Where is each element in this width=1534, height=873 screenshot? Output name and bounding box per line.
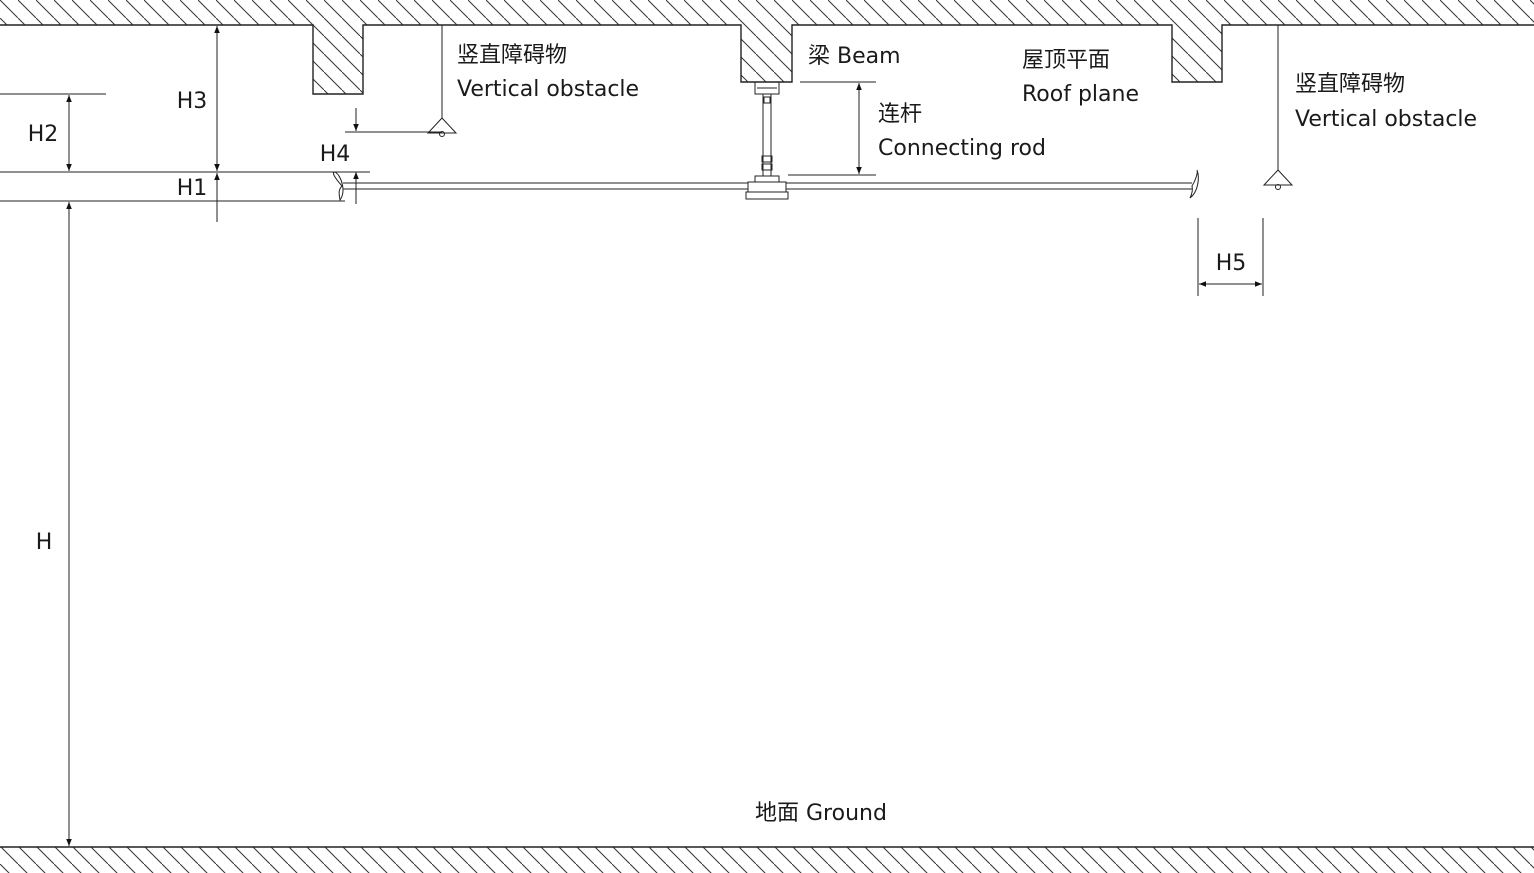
ground-label: 地面 Ground — [755, 801, 887, 826]
dim-h5-label: H5 — [1216, 251, 1247, 276]
connecting-rod-label-cn: 连杆 — [878, 102, 922, 127]
vertical-obstacle-left — [426, 25, 458, 137]
dim-h4-label: H4 — [320, 142, 351, 167]
obstacle-right-label-en: Vertical obstacle — [1295, 107, 1477, 132]
dim-h-label: H — [36, 530, 53, 555]
connecting-rod — [761, 94, 773, 176]
fan-blade-left — [332, 171, 748, 202]
dim-h2-label: H2 — [28, 122, 59, 147]
fan-motor — [745, 175, 789, 200]
roof-plane-label-cn: 屋顶平面 — [1022, 48, 1110, 73]
fan-blade-right — [786, 169, 1199, 199]
beam-label: 梁 Beam — [808, 44, 901, 69]
dim-h1-label: H1 — [177, 176, 208, 201]
obstacle-left-label-cn: 竖直障碍物 — [457, 43, 567, 68]
connecting-rod-label-en: Connecting rod — [878, 136, 1046, 161]
obstacle-right-label-cn: 竖直障碍物 — [1295, 72, 1405, 97]
dim-h3-label: H3 — [177, 89, 208, 114]
ground-floor — [0, 846, 1534, 873]
extension-lines — [0, 81, 1264, 296]
roof-plane-label-en: Roof plane — [1022, 82, 1139, 107]
mounting-bracket — [754, 81, 780, 95]
obstacle-left-label-en: Vertical obstacle — [457, 77, 639, 102]
dimension-lines — [66, 26, 1262, 846]
vertical-obstacle-right — [1262, 25, 1294, 190]
